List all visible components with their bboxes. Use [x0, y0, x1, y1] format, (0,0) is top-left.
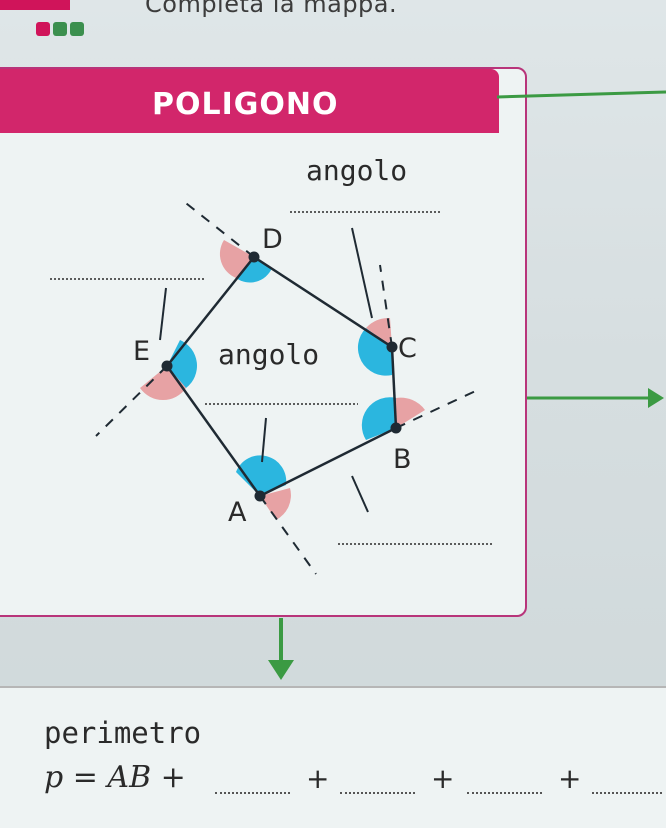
vertex-label-e: E — [133, 336, 151, 367]
difficulty-dot — [70, 22, 84, 36]
perimeter-blank — [215, 792, 290, 794]
exterior-angle-e — [140, 366, 186, 401]
vertex-point-d — [248, 251, 260, 263]
difficulty-dot — [36, 22, 50, 36]
pointer-lines — [159, 227, 373, 513]
answer-blanks — [50, 211, 494, 545]
exercise-instruction: Completa la mappa. — [145, 0, 398, 18]
exterior-angle-a — [260, 488, 291, 520]
arrow-head-down — [268, 660, 294, 680]
exterior-angle-b — [396, 397, 425, 428]
perimeter-blank — [340, 792, 415, 794]
exercise-number-badge — [0, 0, 70, 10]
perimeter-blank — [467, 792, 542, 794]
perimeter-blank — [592, 792, 662, 794]
vertex-label-b: B — [393, 444, 412, 475]
perimeter-formula: p = AB + — [44, 760, 186, 795]
vertex-point-c — [386, 341, 398, 353]
interior-angle-e — [167, 340, 198, 388]
angle-label-inner: angolo — [218, 338, 320, 371]
connector-line-top — [496, 90, 666, 99]
plus-sign: + — [306, 762, 330, 795]
vertex-label-a: A — [228, 497, 247, 528]
angle-label-top: angolo — [306, 154, 408, 187]
plus-sign: + — [558, 762, 582, 795]
vertex-label-c: C — [398, 333, 417, 364]
polygon-sides — [165, 255, 398, 498]
exterior-angle-d — [219, 240, 254, 278]
vertex-point-e — [161, 360, 173, 372]
vertex-label-d: D — [262, 224, 283, 255]
side-extensions — [95, 199, 483, 575]
interior-angle-c — [357, 328, 392, 376]
poligono-header: POLIGONO — [0, 69, 499, 133]
vertex-point-a — [254, 490, 266, 502]
difficulty-dots — [36, 22, 84, 36]
exterior-angle-c — [366, 317, 392, 347]
arrow-head-right — [648, 388, 664, 408]
poligono-card: POLIGONO — [0, 67, 527, 617]
poligono-title: POLIGONO — [152, 87, 339, 122]
interior-angle-b — [361, 397, 396, 440]
perimetro-card — [0, 686, 666, 828]
plus-sign: + — [431, 762, 455, 795]
difficulty-dot — [53, 22, 67, 36]
perimetro-label: perimetro — [44, 716, 202, 750]
vertex-point-b — [390, 422, 402, 434]
interior-angle-a — [236, 455, 287, 496]
